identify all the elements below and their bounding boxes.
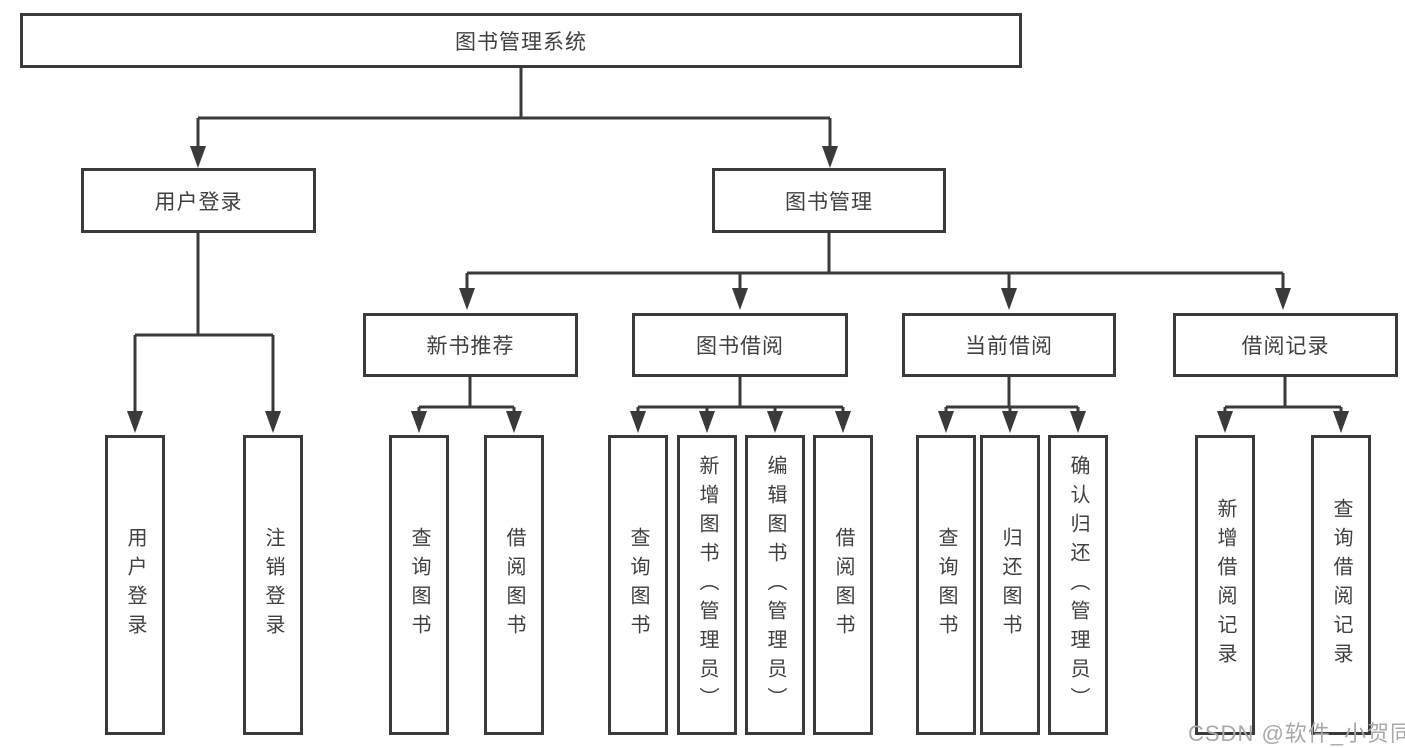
leaf-user-login: 用户登录 xyxy=(105,435,165,735)
leaf-query-books-borrowing-label: 查询图书 xyxy=(627,527,649,643)
node-user-login-label: 用户登录 xyxy=(154,190,243,214)
leaf-add-books-admin: 新增图书（管理员） xyxy=(677,435,737,735)
leaf-add-borrow-record-label: 新增借阅记录 xyxy=(1214,498,1236,672)
leaf-logout-login: 注销登录 xyxy=(243,435,303,735)
leaf-logout-login-label: 注销登录 xyxy=(262,527,284,643)
leaf-borrow-books-recommend-label: 借阅图书 xyxy=(503,527,525,643)
node-book-borrowing-label: 图书借阅 xyxy=(696,335,784,358)
leaf-query-books-recommend-label: 查询图书 xyxy=(408,527,430,643)
node-current-borrowing-label: 当前借阅 xyxy=(965,335,1053,358)
leaf-borrow-books-borrowing-label: 借阅图书 xyxy=(832,527,854,643)
csdn-watermark: CSDN @软件_小贺同学 xyxy=(1188,721,1405,746)
node-borrowing-records-label: 借阅记录 xyxy=(1241,335,1330,358)
leaf-borrow-books-recommend: 借阅图书 xyxy=(484,435,544,735)
node-new-book-recommend-label: 新书推荐 xyxy=(426,335,515,358)
leaf-query-books-current-label: 查询图书 xyxy=(935,527,957,643)
leaf-query-books-borrowing: 查询图书 xyxy=(608,435,668,735)
node-library-system-label: 图书管理系统 xyxy=(455,30,587,54)
leaf-borrow-books-borrowing: 借阅图书 xyxy=(813,435,873,735)
leaf-add-books-admin-label: 新增图书（管理员） xyxy=(696,454,718,716)
leaf-query-borrow-record-label: 查询借阅记录 xyxy=(1330,498,1352,672)
node-book-borrowing: 图书借阅 xyxy=(632,313,848,377)
leaf-return-books: 归还图书 xyxy=(980,435,1040,735)
leaf-add-borrow-record: 新增借阅记录 xyxy=(1195,435,1255,735)
node-book-management-label: 图书管理 xyxy=(785,190,873,214)
leaf-confirm-return-admin: 确认归还（管理员） xyxy=(1048,435,1108,735)
node-library-system: 图书管理系统 xyxy=(20,13,1022,68)
node-current-borrowing: 当前借阅 xyxy=(902,313,1116,377)
node-book-management: 图书管理 xyxy=(712,168,946,233)
arrowheads xyxy=(127,146,1349,433)
node-user-login: 用户登录 xyxy=(81,168,316,233)
leaf-query-books-current: 查询图书 xyxy=(916,435,976,735)
leaf-edit-books-admin-label: 编辑图书（管理员） xyxy=(764,454,786,716)
leaf-edit-books-admin: 编辑图书（管理员） xyxy=(745,435,805,735)
leaf-query-borrow-record: 查询借阅记录 xyxy=(1311,435,1371,735)
leaf-user-login-label: 用户登录 xyxy=(124,527,146,643)
leaf-return-books-label: 归还图书 xyxy=(999,527,1021,643)
leaf-query-books-recommend: 查询图书 xyxy=(389,435,449,735)
leaf-confirm-return-admin-label: 确认归还（管理员） xyxy=(1067,454,1089,716)
node-borrowing-records: 借阅记录 xyxy=(1173,313,1398,377)
node-new-book-recommend: 新书推荐 xyxy=(363,313,578,377)
